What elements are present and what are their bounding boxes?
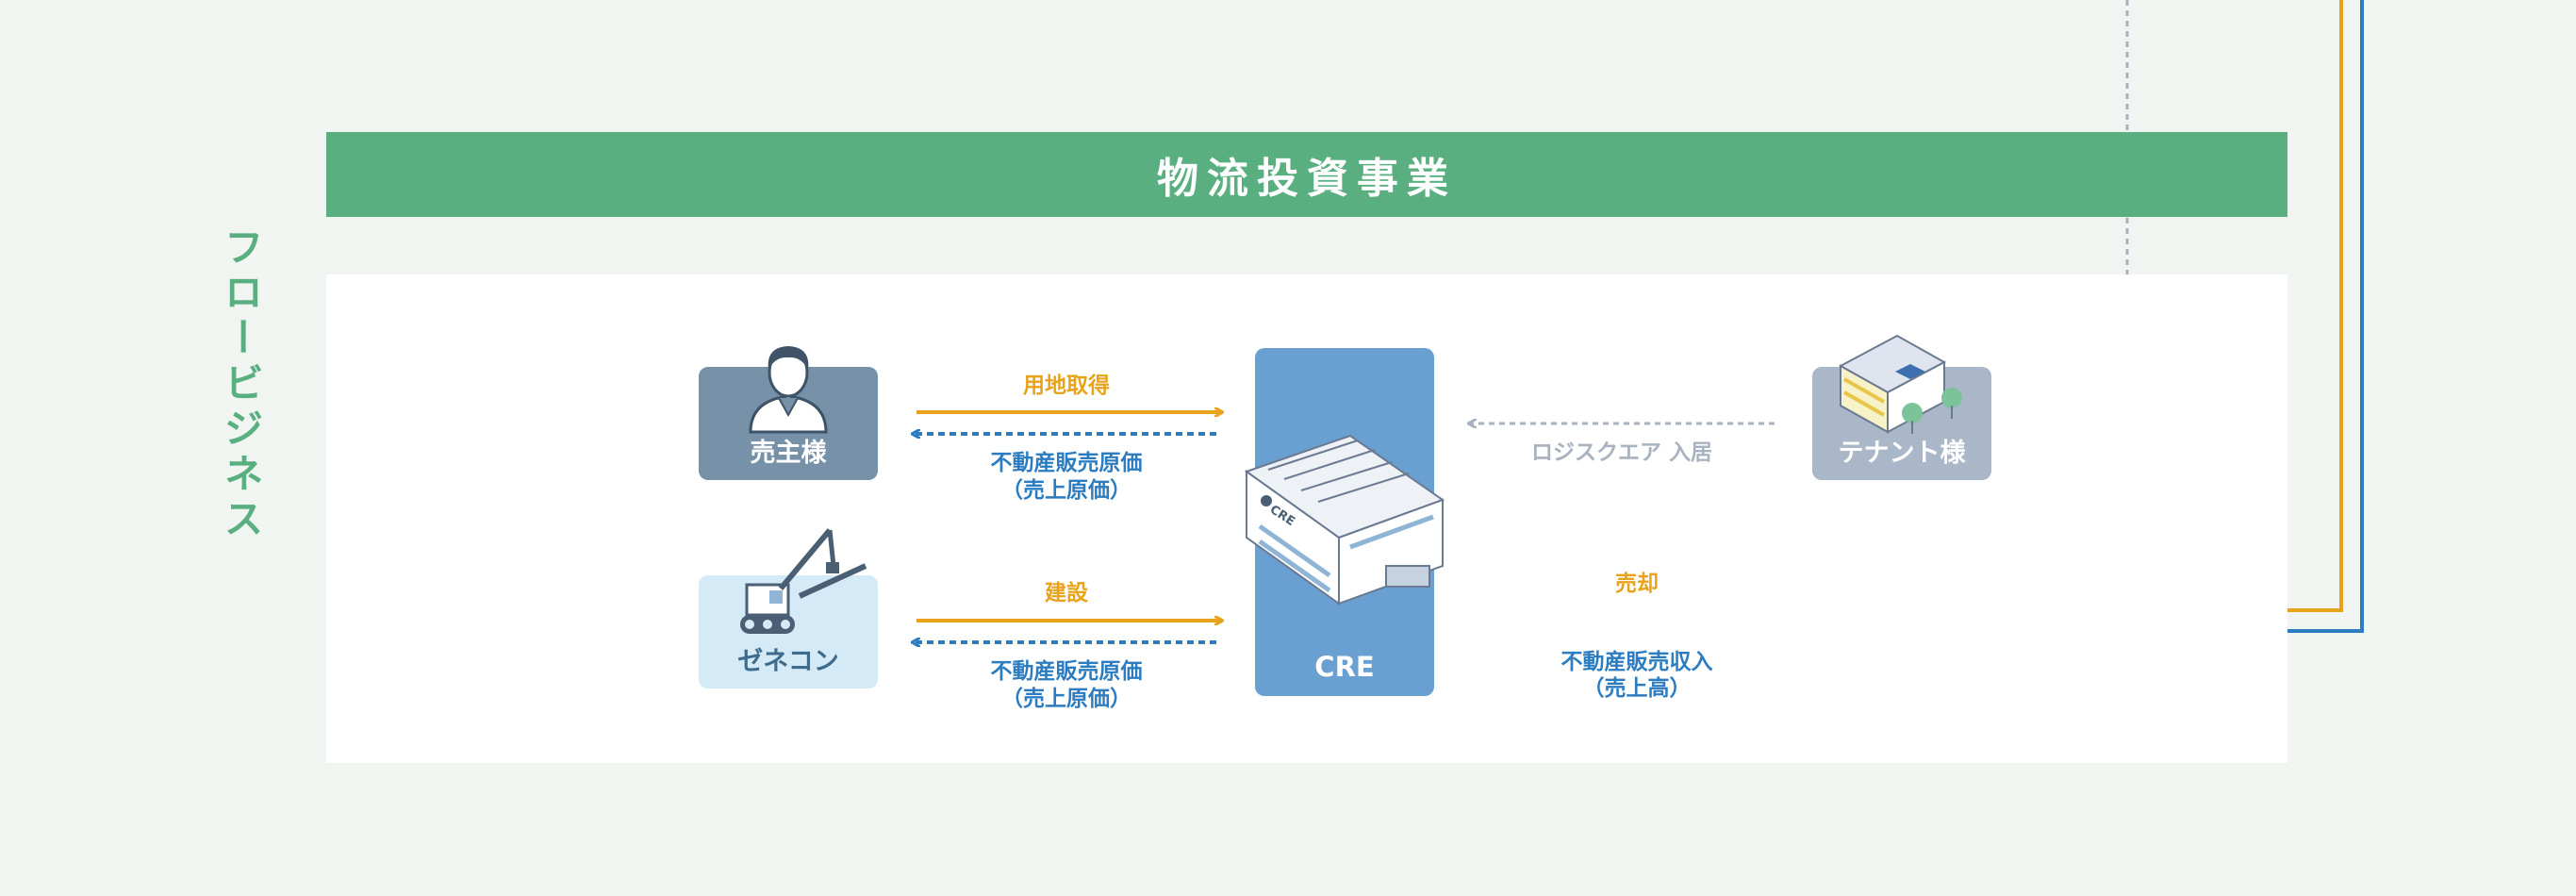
side-label: フロービジネス bbox=[218, 226, 264, 543]
land-acquisition-label: 用地取得 bbox=[1023, 373, 1110, 398]
general-contractor-card: ゼネコン bbox=[699, 575, 878, 689]
seller-cost-label-2: （売上原価） bbox=[1001, 478, 1131, 503]
general-contractor-label: ゼネコン bbox=[737, 647, 839, 676]
tenant-move-in-label: ロジスクエア 入居 bbox=[1530, 440, 1712, 465]
sale-label: 売却 bbox=[1615, 572, 1659, 596]
seller-cost-label-1: 不動産販売原価 bbox=[990, 451, 1143, 475]
cre-label: CRE bbox=[1314, 651, 1375, 683]
seller-label: 売主様 bbox=[750, 439, 827, 468]
gene-cost-label-1: 不動産販売原価 bbox=[990, 659, 1143, 684]
gene-cost-label-2: （売上原価） bbox=[1001, 687, 1131, 711]
banner-title: 物流投資事業 bbox=[326, 132, 2287, 217]
tenant-label: テナント様 bbox=[1838, 439, 1966, 468]
construction-label: 建設 bbox=[1045, 581, 1088, 606]
sales-revenue-label-2: （売上高） bbox=[1582, 676, 1692, 701]
sales-revenue-label-1: 不動産販売収入 bbox=[1560, 650, 1713, 674]
